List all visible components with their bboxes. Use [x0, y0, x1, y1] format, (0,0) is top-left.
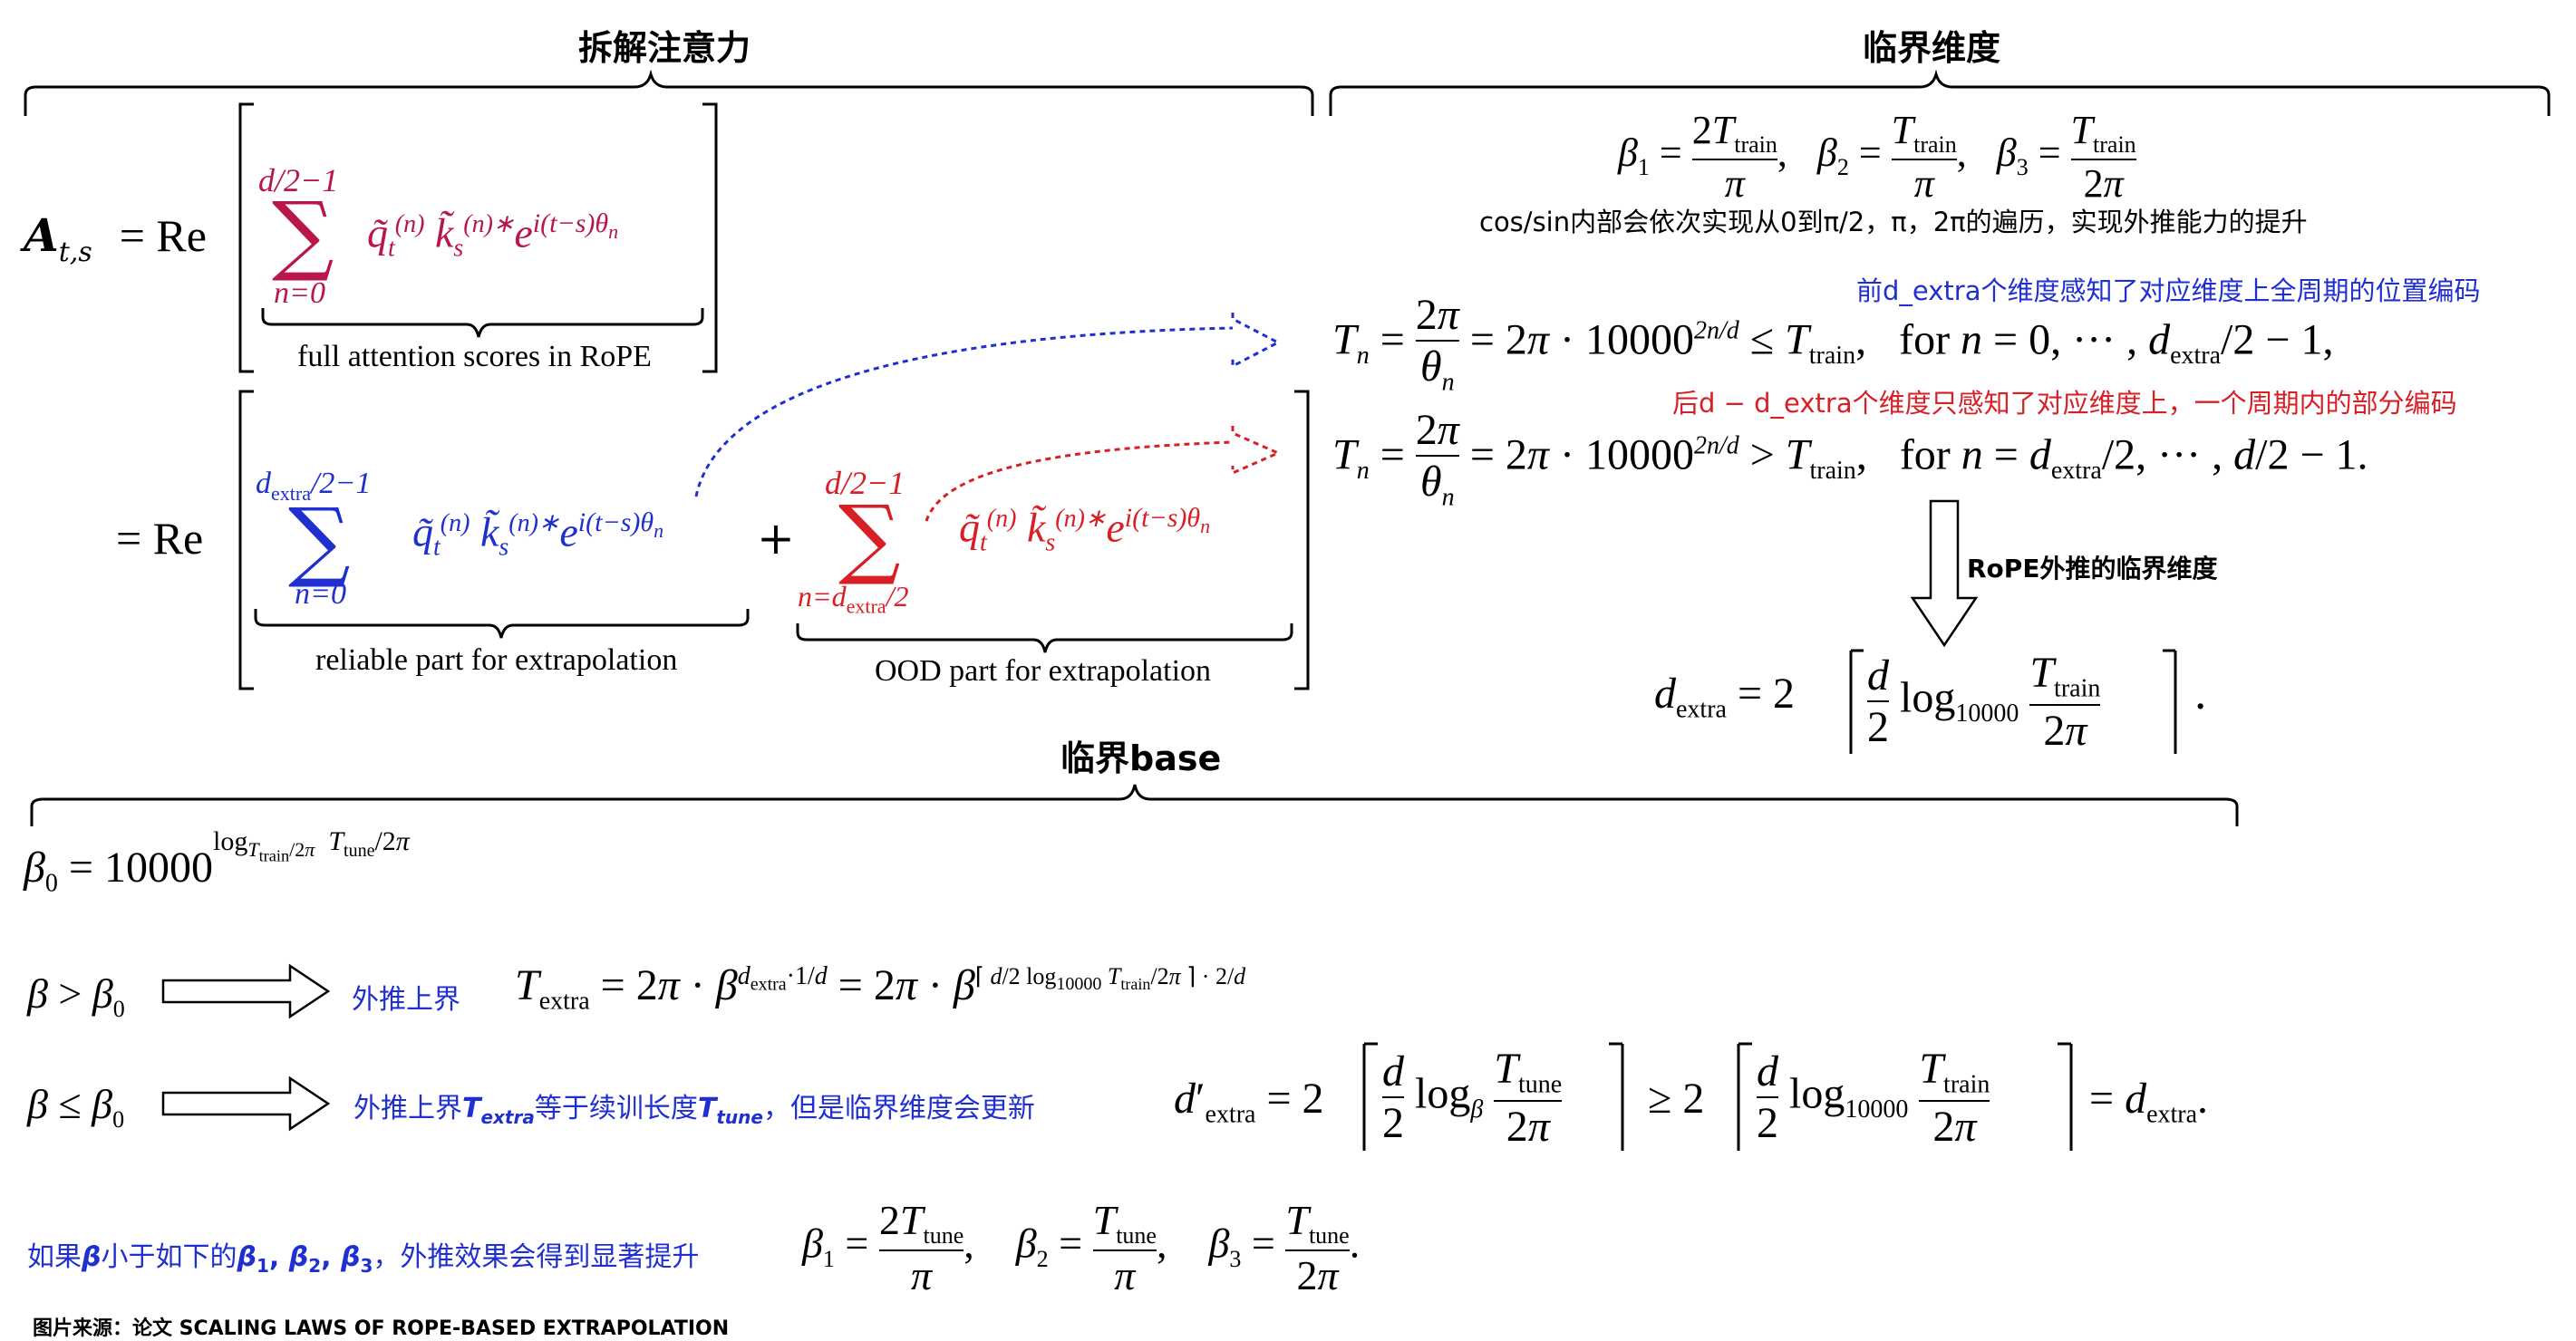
full-sum-bottom: n=0 — [274, 276, 325, 310]
dextra-period: . — [2193, 669, 2208, 719]
arrow-label: RoPE外推的临界维度 — [1967, 554, 2218, 584]
brace-critical-dim — [1329, 69, 2551, 116]
cond2-geq: ≥ 2 — [1648, 1075, 1705, 1123]
down-hollow-arrow — [1910, 499, 1979, 648]
cond2-eq-right: = dextra. — [2089, 1075, 2209, 1129]
cond1-note: 外推上界 — [352, 984, 460, 1016]
cond1-label: β > β0 — [27, 970, 125, 1023]
cond2-eq-left: d′extra = 2 — [1174, 1075, 1324, 1129]
blue-arrow-head — [1231, 313, 1282, 369]
bracket-full-right — [702, 102, 718, 373]
ceil-dextra-left — [1849, 649, 1864, 754]
underbrace-reliable — [254, 609, 750, 639]
right-hollow-arrow-1 — [161, 963, 331, 1019]
reliable-term: q̃t(n) k̃s(n)∗ei(t−s)θn — [412, 507, 664, 562]
header-critical-base: 临界base — [1060, 738, 1222, 778]
reliable-sigma: ∑ — [288, 489, 351, 591]
reliable-caption: reliable part for extrapolation — [315, 643, 678, 677]
red-arrow-head — [1231, 426, 1282, 476]
brace-critical-base — [30, 784, 2239, 826]
cond2-note: 外推上界Textra等于续训长度Ttune，但是临界维度会更新 — [353, 1093, 1035, 1128]
reliable-sum-bottom: n=0 — [295, 577, 346, 611]
ood-sum-bottom: n=dextra/2 — [798, 580, 909, 618]
header-decompose: 拆解注意力 — [578, 28, 751, 68]
header-critical-dim: 临界维度 — [1863, 28, 2001, 68]
cond3-note: 如果β小于如下的β1, β2, β3，外推效果会得到显著提升 — [27, 1241, 700, 1277]
ceil-dextra-right — [2163, 649, 2177, 754]
full-term: q̃t(n) k̃s(n)∗ei(t−s)θn — [367, 208, 619, 263]
full-sigma: ∑ — [272, 183, 334, 285]
eq-re-2: = Re — [116, 513, 204, 564]
underbrace-full — [261, 308, 704, 338]
beta0-formula: β0 = 10000logTtrain/2π Ttune/2π — [24, 826, 410, 898]
bracket-full-left — [238, 102, 254, 373]
underbrace-ood — [796, 623, 1293, 653]
brace-decompose — [24, 69, 1314, 116]
reliable-sum-top: dextra/2−1 — [256, 467, 372, 505]
full-sum-top: d/2−1 — [258, 162, 339, 198]
bracket-split-left — [238, 390, 254, 690]
plus-sign: + — [757, 512, 795, 564]
blue-dashed-arrow — [694, 326, 1234, 497]
red-note: 后d − d_extra个维度只感知了对应维度上，一个周期内的部分编码 — [1672, 388, 2457, 419]
ood-sum-top: d/2−1 — [825, 465, 905, 501]
right-hollow-arrow-2 — [161, 1076, 331, 1132]
red-dashed-arrow — [925, 440, 1234, 522]
source-caption: 图片来源：论文 SCALING LAWS OF ROPE-BASED EXTRA… — [33, 1317, 730, 1340]
bracket-split-right — [1294, 390, 1310, 690]
attention-lhs: At,s = Re — [24, 208, 207, 268]
blue-note: 前d_extra个维度感知了对应维度上全周期的位置编码 — [1856, 275, 2481, 306]
full-caption: full attention scores in RoPE — [297, 340, 652, 373]
ood-sigma: ∑ — [838, 487, 901, 588]
cond2-label: β ≤ β0 — [27, 1081, 125, 1134]
cond1-eq: Textra = 2π · βdextra·1/d = 2π · β⌈ d/2 … — [515, 961, 1246, 1016]
ood-term: q̃t(n) k̃s(n)∗ei(t−s)θn — [959, 503, 1211, 557]
critical-note: cos/sin内部会依次实现从0到π/2，π，2π的遍历，实现外推能力的提升 — [1479, 207, 2308, 237]
ood-caption: OOD part for extrapolation — [875, 654, 1212, 688]
dextra-formula: dextra = 2 — [1654, 670, 1796, 724]
